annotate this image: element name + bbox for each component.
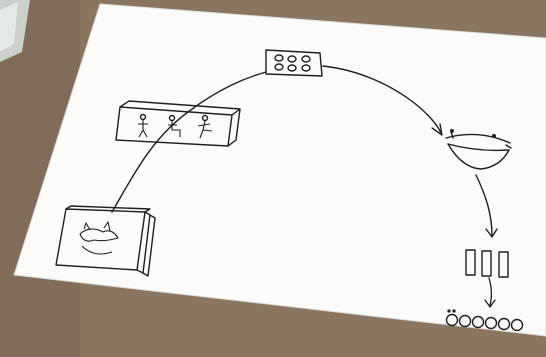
arrowhead-circles xyxy=(484,299,496,308)
arrow-bars-to-circles xyxy=(488,277,493,307)
circle-chain-icon xyxy=(445,309,524,332)
bowl-icon xyxy=(445,128,512,170)
arrowhead-bars xyxy=(485,228,498,238)
corner-object xyxy=(0,0,30,62)
photo-stack-icon xyxy=(55,205,156,277)
paper-sheet xyxy=(13,3,546,337)
bar-trio-icon xyxy=(465,249,509,278)
figure-card-icon xyxy=(115,100,241,147)
arc-right xyxy=(322,65,442,134)
dot-grid-icon xyxy=(265,49,323,77)
arrowhead-right xyxy=(431,123,443,136)
arrow-bowl-to-bars xyxy=(475,174,493,237)
